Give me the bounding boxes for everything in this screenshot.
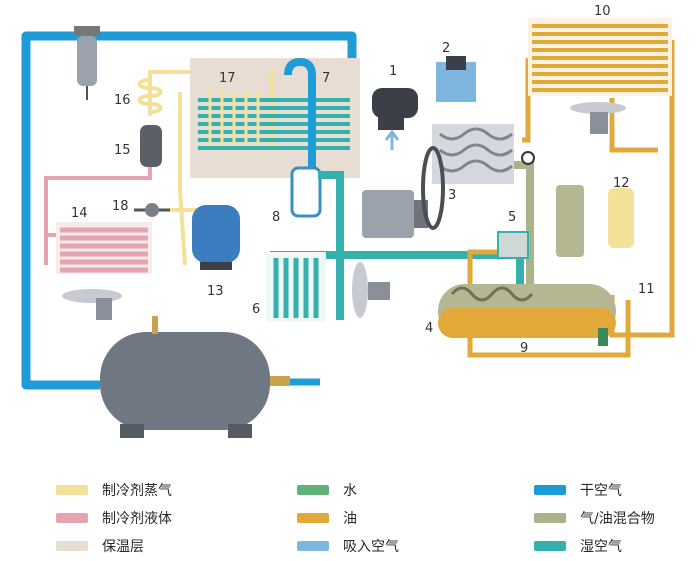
label-14: 14: [71, 206, 88, 221]
separator-element: [556, 185, 584, 257]
label-10: 10: [594, 4, 611, 19]
legend-label: 吸入空气: [343, 539, 399, 555]
water-separator: [284, 57, 322, 218]
condenser-fan: [62, 289, 122, 320]
legend: 制冷剂蒸气 制冷剂液体 保温层 水 油 吸入空气 干空气 气/油混合物 湿空气: [0, 470, 697, 561]
legend-swatch: [534, 513, 566, 523]
refrigerant-condenser: [56, 222, 152, 274]
heat-exchanger-coil: [208, 90, 260, 145]
label-1: 1: [389, 64, 398, 79]
legend-swatch: [297, 513, 329, 523]
label-7: 7: [322, 71, 331, 86]
label-3: 3: [448, 188, 457, 203]
label-15: 15: [114, 143, 131, 158]
oil-drain: [598, 328, 608, 346]
legend-label: 制冷剂液体: [102, 511, 172, 527]
legend-swatch: [297, 541, 329, 551]
label-13: 13: [207, 284, 224, 299]
label-17: 17: [219, 71, 236, 86]
legend-swatch: [534, 541, 566, 551]
label-16: 16: [114, 93, 131, 108]
legend-item-oil: 油: [297, 507, 357, 529]
refrigerant-liquid-line: [44, 160, 152, 265]
legend-swatch: [534, 485, 566, 495]
air-filter: [74, 26, 100, 100]
refrigerant-compressor: [192, 205, 240, 270]
oil-filter: [608, 188, 634, 248]
legend-item-air-oil-mix: 气/油混合物: [534, 507, 655, 529]
legend-swatch: [56, 485, 88, 495]
label-9: 9: [520, 341, 529, 356]
label-18: 18: [112, 199, 129, 214]
legend-item-insulation: 保温层: [56, 535, 144, 557]
legend-label: 制冷剂蒸气: [102, 483, 172, 499]
oil-cooler-fan: [570, 102, 626, 134]
label-5: 5: [508, 210, 517, 225]
legend-label: 保温层: [102, 539, 144, 555]
oil-cooler: [528, 18, 672, 96]
legend-swatch: [56, 513, 88, 523]
legend-swatch: [56, 541, 88, 551]
thermostatic-valve: [521, 151, 535, 165]
drive-belt: [421, 146, 445, 230]
refrigerant-receiver: [140, 125, 162, 167]
air-oil-line: [514, 161, 534, 285]
dry-air-pipe-main: [21, 31, 357, 390]
drive-motor: [362, 190, 428, 238]
legend-label: 气/油混合物: [580, 511, 655, 527]
legend-item-water: 水: [297, 479, 357, 501]
legend-item-refrigerant-vapor: 制冷剂蒸气: [56, 479, 172, 501]
legend-label: 湿空气: [580, 539, 622, 555]
air-receiver-tank: [100, 316, 290, 438]
legend-item-refrigerant-liquid: 制冷剂液体: [56, 507, 172, 529]
expansion-valve: [134, 203, 170, 217]
label-12: 12: [613, 176, 630, 191]
legend-label: 干空气: [580, 483, 622, 499]
label-2: 2: [442, 41, 451, 56]
legend-item-wet-air: 湿空气: [534, 535, 622, 557]
aftercooler-fan: [352, 262, 390, 318]
label-11: 11: [638, 282, 655, 297]
oil-separator-vessel: [438, 284, 616, 338]
heat-exchanger: [198, 98, 350, 150]
refrigerant-vapor-line: [148, 70, 274, 266]
legend-item-dry-air: 干空气: [534, 479, 622, 501]
legend-swatch: [297, 485, 329, 495]
aftercooler: [266, 252, 326, 322]
legend-item-intake-air: 吸入空气: [297, 535, 399, 557]
oil-circuit: [467, 40, 675, 358]
legend-label: 水: [343, 483, 357, 499]
compressor-element: [432, 124, 514, 184]
intake-valve: [436, 56, 476, 102]
intake-filter: [372, 88, 418, 150]
refrigerant-coil: [137, 78, 163, 114]
label-8: 8: [272, 210, 281, 225]
minimum-pressure-valve: [497, 231, 529, 259]
compressor-system-diagram: [21, 18, 675, 438]
label-6: 6: [252, 302, 261, 317]
label-4: 4: [425, 321, 434, 336]
legend-label: 油: [343, 511, 357, 527]
